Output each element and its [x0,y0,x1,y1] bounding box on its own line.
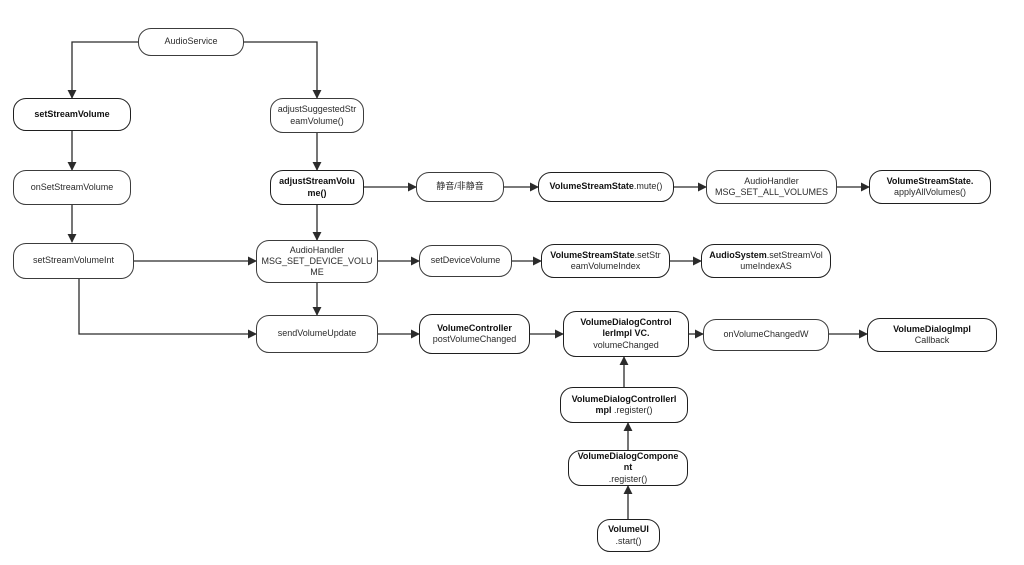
node-label: adjustSuggestedStr [277,104,357,115]
node-label: VolumeStreamState [550,249,635,260]
node-label: mpl [595,405,612,415]
node-label: VolumeStreamState. [886,175,974,186]
edge-setint-sendupdate [78,279,257,339]
node-label: VolumeDialogCompone [577,451,679,462]
node-audio-system-set-index: AudioSystem.setStreamVol umeIndexAS [701,244,831,278]
node-audio-handler-device-volume: AudioHandler MSG_SET_DEVICE_VOLU ME [256,240,378,283]
node-volume-stream-state-apply: VolumeStreamState. applyAllVolumes() [869,170,991,204]
node-label: adjustStreamVolu [279,176,355,187]
node-label: .mute() [633,181,663,192]
node-label: AudioHandler [744,175,799,186]
node-audio-service: AudioService [138,28,244,56]
node-label: VolumeStreamState [549,181,634,192]
node-adjust-stream-volume: adjustStreamVolu me() [270,170,364,205]
edge-audioservice-adjustsuggested [244,41,322,99]
node-label: .setStr [634,249,661,260]
node-label: applyAllVolumes() [893,187,967,197]
node-label: lerImpl VC. [602,328,650,339]
node-on-volume-changed-w: onVolumeChangedW [703,319,829,351]
node-label: .register() [611,405,653,415]
node-label: VolumeUI [608,524,649,535]
node-send-volume-update: sendVolumeUpdate [256,315,378,353]
node-label: .setStreamVol [766,249,823,260]
node-set-device-volume: setDeviceVolume [419,245,512,277]
node-volume-dialog-component: VolumeDialogCompone nt .register() [568,450,688,486]
node-volume-stream-state-set-index: VolumeStreamState.setStr eamVolumeIndex [541,244,670,278]
node-label: onSetStreamVolume [30,181,114,192]
node-volume-dialog-impl-callback: VolumeDialogImpl Callback [867,318,997,352]
node-label: eamVolume() [290,115,344,126]
node-label: .start() [615,535,642,546]
node-mute-toggle: 静音/非静音 [416,172,504,202]
node-volume-dialog-controller-impl-vc: VolumeDialogControl lerImpl VC. volumeCh… [563,311,689,357]
node-set-stream-volume-int: setStreamVolumeInt [13,243,134,279]
node-volume-stream-state-mute: VolumeStreamState.mute() [538,172,674,202]
node-label: VolumeDialogControl [580,317,672,328]
node-label: MSG_SET_DEVICE_VOLU [261,255,373,266]
node-label: nt [623,462,633,473]
node-label: ME [310,267,324,278]
edge-audioservice-setstreamvolume [67,41,138,99]
node-label: volumeChanged [593,339,659,350]
node-label-row2: mpl .register() [595,405,652,416]
node-label: VolumeDialogControllerI [571,393,677,404]
node-label: sendVolumeUpdate [277,328,357,339]
node-label: eamVolumeIndex [570,261,641,271]
node-label: postVolumeChanged [432,334,517,344]
node-volume-controller: VolumeController postVolumeChanged [419,314,530,354]
node-label: VolumeDialogImpl [893,323,971,334]
node-label: setStreamVolumeInt [32,255,115,266]
node-label: 静音/非静音 [436,181,484,192]
node-label: umeIndexAS [740,261,792,271]
node-on-set-stream-volume: onSetStreamVolume [13,170,131,205]
node-volume-ui: VolumeUI .start() [597,519,660,552]
node-label-row1: AudioSystem.setStreamVol [709,250,823,261]
node-label-row1: VolumeStreamState.setStr [550,250,660,261]
node-adjust-suggested-stream-volume: adjustSuggestedStr eamVolume() [270,98,364,133]
node-label: setDeviceVolume [430,255,501,266]
node-set-stream-volume: setStreamVolume [13,98,131,131]
node-label: AudioService [164,36,218,47]
node-label: me() [307,187,327,198]
node-label: VolumeController [437,322,512,333]
node-label: AudioSystem [709,249,767,260]
node-label: setStreamVolume [34,108,110,119]
node-audio-handler-all-volumes: AudioHandler MSG_SET_ALL_VOLUMES [706,170,837,204]
node-label: AudioHandler [289,244,345,255]
node-label: MSG_SET_ALL_VOLUMES [714,187,829,197]
node-label: Callback [914,335,950,345]
node-label: onVolumeChangedW [723,329,809,340]
node-label: .register() [608,473,648,484]
node-volume-dialog-controller-impl-register: VolumeDialogControllerI mpl .register() [560,387,688,423]
